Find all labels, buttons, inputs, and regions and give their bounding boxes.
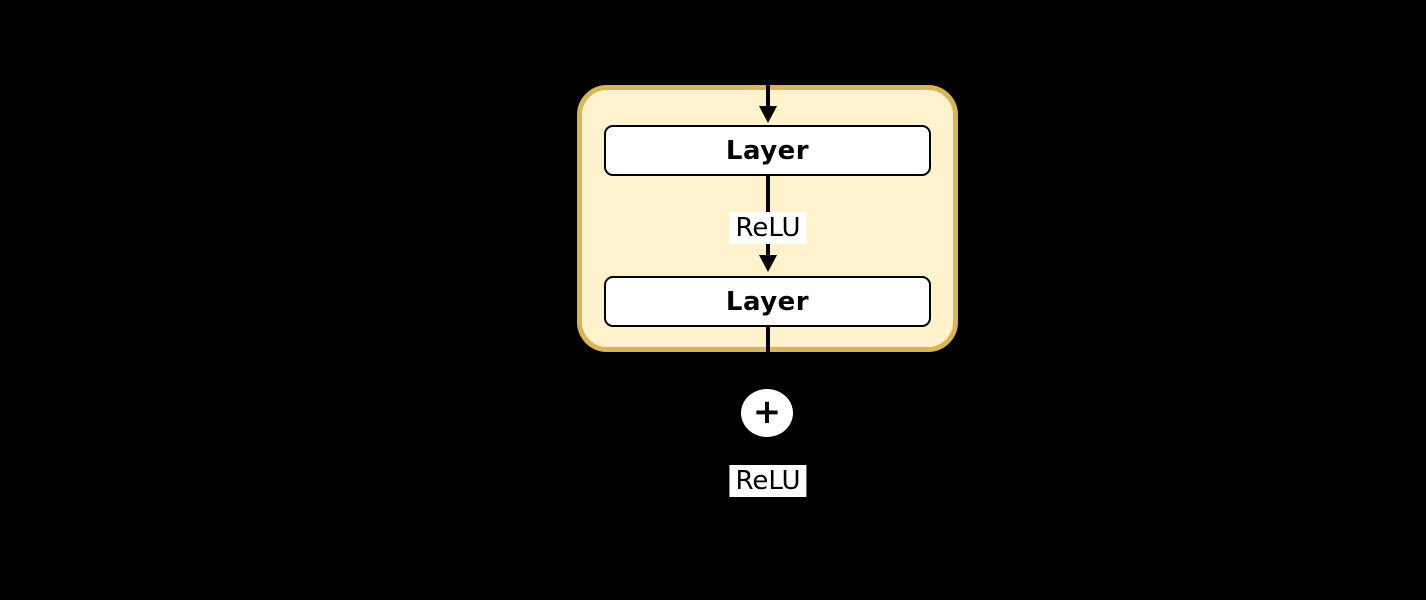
add-node: + <box>741 389 793 437</box>
layer-2-label: Layer <box>725 286 810 317</box>
plus-icon: + <box>752 392 782 432</box>
relu-output-label: ReLU <box>729 465 807 497</box>
between-layers-arrowhead-icon <box>759 255 777 272</box>
output-line <box>766 327 770 356</box>
layer-node-2: Layer <box>604 276 931 327</box>
input-arrow-stem <box>766 85 770 109</box>
layer-node-1: Layer <box>604 125 931 176</box>
input-arrowhead-icon <box>759 106 777 123</box>
layer-1-label: Layer <box>725 135 810 166</box>
relu-activation-label: ReLU <box>729 212 807 244</box>
